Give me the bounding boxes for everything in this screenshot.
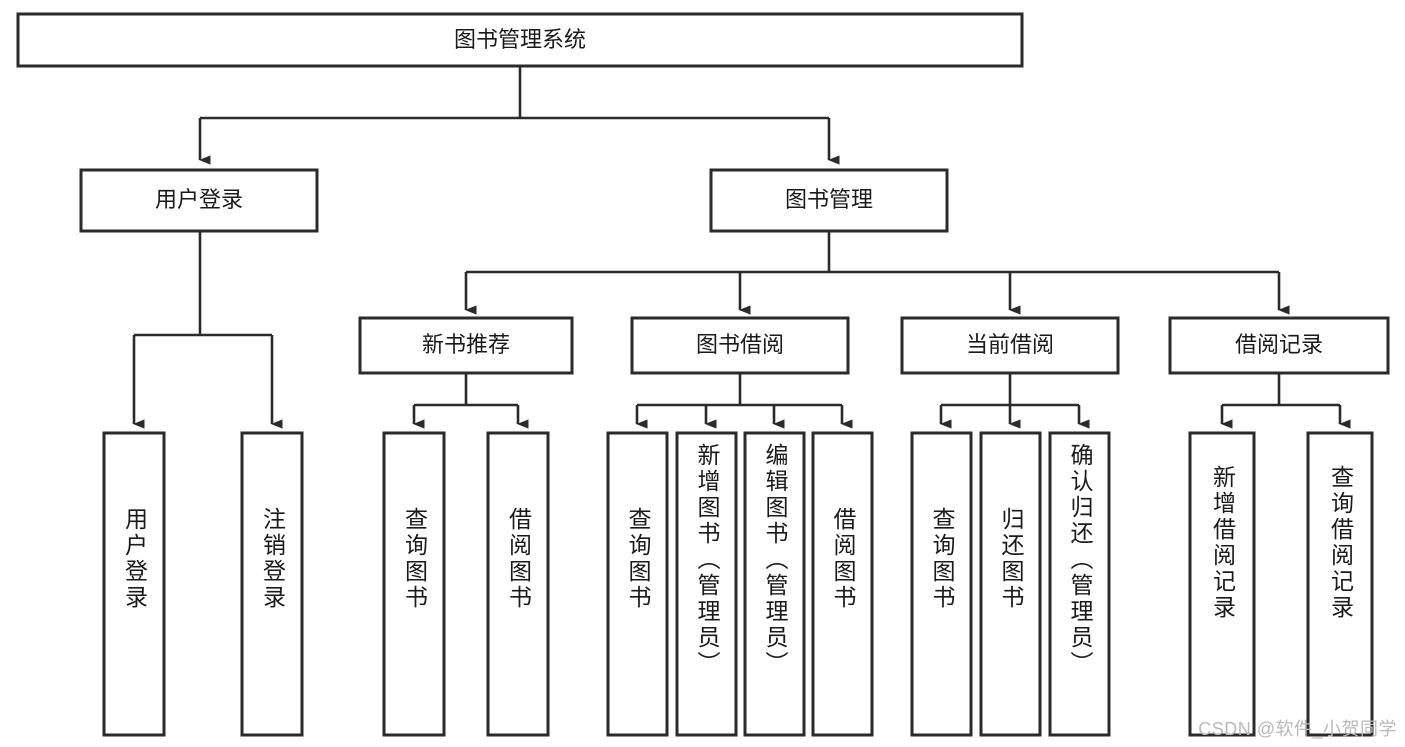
leaf-box-current-borrow-0[interactable] (910, 431, 973, 737)
node-new-book-box[interactable] (358, 316, 574, 375)
connector-group (132, 66, 1351, 429)
leaf-box-book-borrow-2[interactable] (743, 431, 806, 737)
leaf-box-current-borrow-1[interactable] (979, 431, 1042, 737)
node-user-login-label: 用户登录 (155, 187, 243, 212)
node-book-borrow-label: 图书借阅 (696, 332, 784, 357)
leaf-box-book-borrow-1[interactable] (675, 431, 738, 737)
leaf-box-book-borrow-0[interactable] (606, 431, 669, 737)
leaf-box-user-login-0[interactable] (102, 431, 166, 737)
watermark-text: CSDN @软件_小贺同学 (1198, 719, 1397, 739)
leaf-box-new-book-1[interactable] (486, 431, 550, 737)
leaf-box-new-book-0[interactable] (382, 431, 446, 737)
node-book-borrow-box[interactable] (630, 316, 850, 375)
node-user-login-box[interactable] (79, 168, 319, 233)
leaf-box-book-borrow-3[interactable] (811, 431, 874, 737)
node-root-box[interactable] (16, 12, 1024, 68)
node-borrow-record-box[interactable] (1168, 316, 1390, 375)
node-current-borrow-box[interactable] (900, 316, 1120, 375)
node-new-book-label: 新书推荐 (422, 332, 510, 357)
node-book-manage-box[interactable] (709, 168, 949, 233)
node-label-group: 图书管理系统 用户登录 图书管理 新书推荐 图书借阅 当前借阅 借阅记录 (155, 27, 1323, 357)
leaf-box-borrow-record-1[interactable] (1306, 431, 1374, 737)
leaf-box-current-borrow-2[interactable] (1048, 431, 1111, 737)
node-box-group (16, 12, 1390, 737)
node-borrow-record-label: 借阅记录 (1235, 332, 1323, 357)
leaf-box-user-login-1[interactable] (240, 431, 304, 737)
node-current-borrow-label: 当前借阅 (966, 332, 1054, 357)
leaf-box-borrow-record-0[interactable] (1188, 431, 1256, 737)
node-book-manage-label: 图书管理 (785, 187, 873, 212)
node-root-label: 图书管理系统 (454, 27, 586, 52)
